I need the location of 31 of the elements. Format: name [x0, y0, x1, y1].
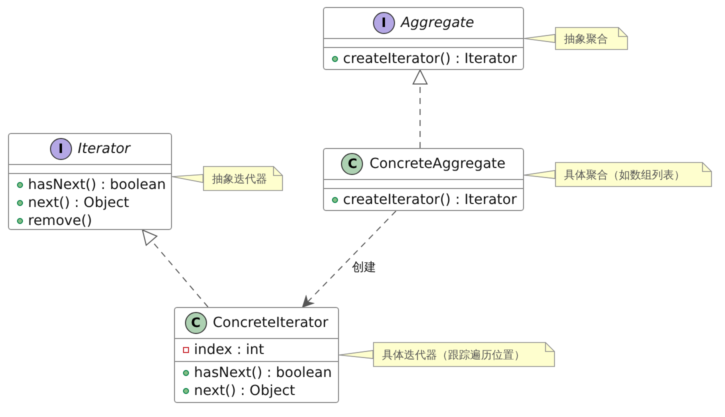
note-connector [172, 174, 204, 183]
realization-arrow [142, 230, 208, 308]
note-connector [524, 170, 556, 179]
member-text: createIterator() : Iterator [343, 192, 517, 208]
member-text: hasNext() : boolean [194, 365, 332, 381]
member-text: next() : Object [194, 383, 296, 399]
member-text: hasNext() : boolean [28, 177, 166, 193]
note-connector [338, 350, 374, 359]
member-text: remove() [28, 213, 92, 229]
note-text: 抽象迭代器 [212, 171, 267, 186]
stereotype-badge: I [372, 12, 395, 34]
dependency-arrow [302, 210, 396, 308]
stereotype-badge: C [341, 153, 364, 175]
class-box [323, 7, 524, 70]
member-text: next() : Object [28, 195, 130, 211]
note-text: 具体聚合（如数组列表） [564, 167, 685, 182]
stereotype-badge: C [184, 312, 207, 334]
member-text: createIterator() : Iterator [343, 51, 517, 67]
note-connector [524, 34, 556, 43]
realization-arrow [412, 70, 428, 148]
class-box [174, 307, 339, 403]
class-box [323, 148, 524, 211]
class-name: ConcreteAggregate [369, 156, 506, 172]
class-name: Aggregate [400, 15, 474, 31]
stereotype-badge: I [50, 138, 72, 160]
class-name: ConcreteIterator [212, 315, 328, 331]
note-text: 具体迭代器（跟踪遍历位置） [382, 347, 525, 362]
class-box [8, 133, 172, 230]
member-text: index : int [194, 342, 264, 358]
note-text: 抽象聚合 [564, 31, 608, 46]
class-name: Iterator [78, 141, 130, 157]
